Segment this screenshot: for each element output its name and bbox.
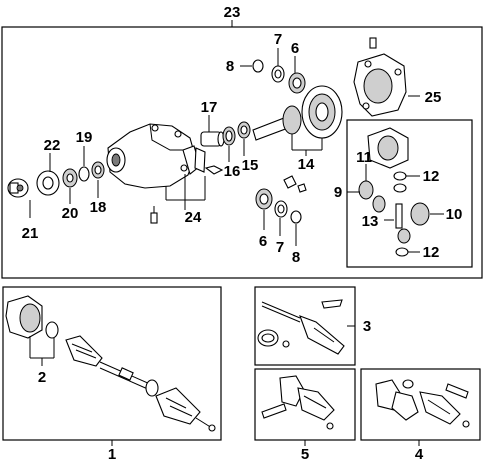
callout-5: 5 bbox=[301, 446, 309, 463]
shim-8-upper bbox=[252, 59, 264, 73]
callout-18: 18 bbox=[90, 199, 107, 216]
differential-case-subframe bbox=[346, 119, 473, 268]
bearing-6-upper bbox=[288, 72, 306, 94]
small-clips bbox=[283, 175, 307, 193]
callout-25: 25 bbox=[425, 89, 442, 106]
callout-12-upper: 12 bbox=[423, 168, 440, 185]
thrust-washer-12-upper bbox=[393, 171, 407, 193]
differential-cover-25 bbox=[353, 37, 407, 117]
callout-3: 3 bbox=[363, 318, 371, 335]
callout-16: 16 bbox=[224, 163, 241, 180]
callout-22: 22 bbox=[44, 137, 61, 154]
callout-8-lower: 8 bbox=[292, 249, 300, 266]
callout-9: 9 bbox=[334, 184, 342, 201]
carrier-bolt-24 bbox=[204, 165, 224, 175]
callout-14: 14 bbox=[298, 156, 315, 173]
callout-6-lower: 6 bbox=[259, 233, 267, 250]
callout-7-lower: 7 bbox=[276, 239, 284, 256]
callout-4: 4 bbox=[415, 446, 424, 463]
differential-assembly-frame bbox=[1, 26, 483, 279]
ring-pinion-gear-14 bbox=[252, 85, 343, 141]
callout-20: 20 bbox=[62, 205, 79, 222]
washer-19 bbox=[78, 166, 90, 182]
leaders-main bbox=[29, 48, 444, 253]
bearing-15 bbox=[237, 121, 251, 139]
side-gear-11 bbox=[358, 180, 374, 200]
bearing-16 bbox=[222, 126, 236, 146]
callout-1: 1 bbox=[108, 446, 116, 463]
callout-17: 17 bbox=[201, 99, 218, 116]
bearing-race-7-lower bbox=[274, 200, 288, 218]
differential-case bbox=[367, 127, 409, 169]
side-gear-10 bbox=[397, 202, 430, 244]
boot-kit-5 bbox=[261, 375, 335, 430]
callout-19: 19 bbox=[76, 129, 93, 146]
callout-6-upper: 6 bbox=[291, 40, 299, 57]
thrust-washer-12-lower bbox=[395, 247, 409, 257]
callout-24: 24 bbox=[185, 209, 202, 226]
callout-23: 23 bbox=[224, 4, 241, 21]
carrier-cover-24b bbox=[194, 147, 206, 173]
differential-carrier bbox=[106, 123, 196, 189]
outboard-boot-kit-frame bbox=[360, 368, 481, 441]
callout-11: 11 bbox=[356, 149, 372, 166]
boot-kit-4 bbox=[375, 379, 470, 428]
flange-22 bbox=[36, 170, 60, 196]
pinion-shaft-13 bbox=[395, 203, 403, 229]
callout-2: 2 bbox=[38, 369, 46, 386]
companion-flange-21 bbox=[7, 178, 29, 198]
shim-8-lower bbox=[290, 210, 302, 224]
callout-8-upper: 8 bbox=[226, 58, 234, 75]
bearing-race-7-upper bbox=[271, 65, 285, 83]
outboard-joint-3 bbox=[257, 299, 345, 355]
callout-12-lower: 12 bbox=[423, 244, 440, 261]
oil-seal-20 bbox=[62, 168, 78, 188]
callout-7-upper: 7 bbox=[274, 31, 282, 48]
pinion-gear-11b bbox=[372, 195, 386, 213]
callout-13: 13 bbox=[362, 213, 379, 230]
callout-10: 10 bbox=[446, 206, 463, 223]
callout-15: 15 bbox=[242, 157, 259, 174]
bearing-6-lower bbox=[255, 188, 273, 210]
bearing-18 bbox=[91, 161, 105, 179]
axle-shaft-1 bbox=[5, 295, 216, 432]
collapsible-spacer-17 bbox=[200, 131, 225, 147]
stud-bolt bbox=[150, 206, 158, 224]
callout-21: 21 bbox=[22, 225, 39, 242]
